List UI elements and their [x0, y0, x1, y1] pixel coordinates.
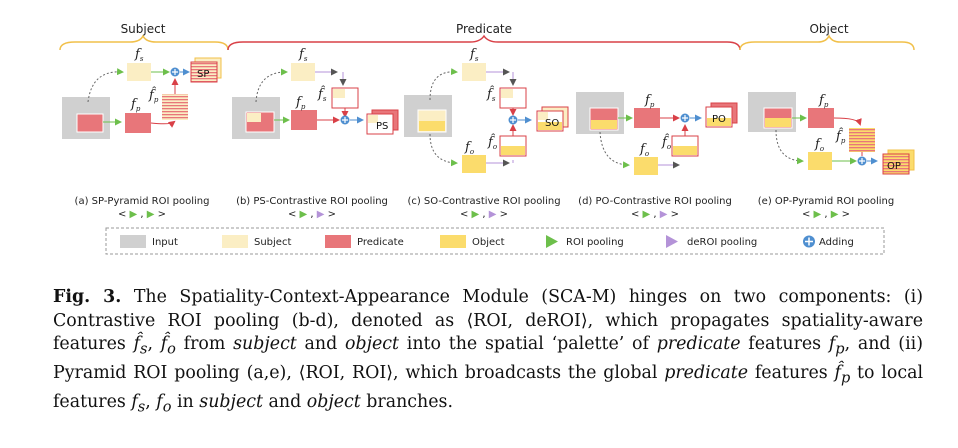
svg-text:fs: fs	[298, 47, 308, 63]
legend-deroi: deROI pooling	[687, 237, 757, 248]
panel-a-sp: fs fp f̂p SP (a) SP-Pyramid ROI pooling …	[62, 47, 222, 220]
legend-input-swatch	[120, 235, 146, 248]
svg-text:fo: fo	[464, 140, 474, 156]
figure-number: Fig. 3.	[53, 287, 122, 307]
svg-text:fo: fo	[639, 142, 649, 158]
svg-text:f̂s: f̂s	[486, 85, 496, 103]
legend-object-swatch	[440, 235, 466, 248]
legend-predicate-swatch	[325, 235, 351, 248]
panel-b-ps: fs fp f̂s PS (b) PS-Contrastive ROI pool…	[232, 47, 399, 220]
panel-caption: (e) OP-Pyramid ROI pooling	[758, 196, 894, 207]
svg-text:fs: fs	[469, 47, 479, 63]
subject-feature	[127, 63, 151, 81]
pair-notation: < ▶ , ▶ >	[118, 209, 166, 220]
predicate-feature	[291, 110, 317, 130]
svg-text:f̂p: f̂p	[148, 86, 159, 104]
object-feature	[634, 157, 658, 175]
object-feature	[808, 152, 832, 170]
svg-text:SO: SO	[545, 118, 559, 129]
object-feature	[462, 155, 486, 173]
hatched-feature	[162, 94, 188, 120]
legend-input: Input	[152, 237, 178, 248]
svg-text:f̂s: f̂s	[317, 85, 327, 103]
svg-text:fo: fo	[814, 137, 824, 153]
svg-text:fp: fp	[295, 95, 306, 111]
legend-roi: ROI pooling	[566, 237, 624, 248]
predicate-feature	[634, 108, 660, 128]
svg-text:fs: fs	[134, 47, 144, 63]
predicate-heading: Predicate	[456, 22, 512, 36]
svg-text:fp: fp	[818, 93, 829, 109]
svg-text:PS: PS	[376, 121, 388, 132]
legend-adding: Adding	[819, 237, 854, 248]
svg-text:f̂p: f̂p	[835, 127, 846, 145]
pair-notation: < ▶ , ▶ >	[460, 209, 508, 220]
panel-caption: (d) PO-Contrastive ROI pooling	[578, 196, 732, 207]
predicate-brace: Predicate	[227, 22, 741, 51]
svg-text:OP: OP	[887, 161, 901, 172]
object-brace: Object	[739, 22, 915, 51]
roi-pooling-icon	[546, 235, 558, 248]
panel-e-op: fp fo f̂p OP (e) OP-Pyramid ROI pooling …	[748, 92, 915, 220]
legend-subject: Subject	[254, 237, 291, 248]
panel-caption: (a) SP-Pyramid ROI pooling	[75, 196, 210, 207]
panel-c-so: fs fo f̂s f̂o SO (c) SO-Contrastive ROI …	[404, 47, 569, 220]
deroi-pooling-icon	[666, 235, 678, 248]
subject-brace: Subject	[59, 22, 229, 51]
legend-predicate: Predicate	[357, 237, 404, 248]
legend: Input Subject Predicate Object ROI pooli…	[105, 227, 885, 255]
svg-text:PO: PO	[712, 114, 726, 125]
panel-caption: (c) SO-Contrastive ROI pooling	[407, 196, 560, 207]
subject-heading: Subject	[121, 22, 166, 36]
pair-notation: < ▶ , ▶ >	[288, 209, 336, 220]
hatched-feature	[849, 128, 875, 152]
predicate-feature	[808, 108, 834, 128]
legend-subject-swatch	[222, 235, 248, 248]
object-heading: Object	[809, 22, 848, 36]
legend-object: Object	[472, 237, 505, 248]
svg-text:fp: fp	[130, 97, 141, 113]
sca-module-figure: Subject Predicate Object fs fp f̂p SP (a…	[59, 22, 915, 255]
figure-caption: Fig. 3. The Spatiality-Context-Appearanc…	[53, 287, 924, 416]
svg-text:SP: SP	[197, 69, 209, 80]
svg-text:fp: fp	[644, 93, 655, 109]
predicate-feature	[125, 113, 151, 133]
panel-caption: (b) PS-Contrastive ROI pooling	[236, 196, 388, 207]
pair-notation: < ▶ , ▶ >	[802, 209, 850, 220]
subject-feature	[462, 63, 486, 81]
svg-text:f̂o: f̂o	[661, 133, 671, 151]
pair-notation: < ▶ , ▶ >	[631, 209, 679, 220]
panel-d-po: fp fo f̂o PO (d) PO-Contrastive ROI pool…	[576, 92, 738, 220]
subject-feature	[291, 63, 315, 81]
svg-text:f̂o: f̂o	[487, 133, 497, 151]
